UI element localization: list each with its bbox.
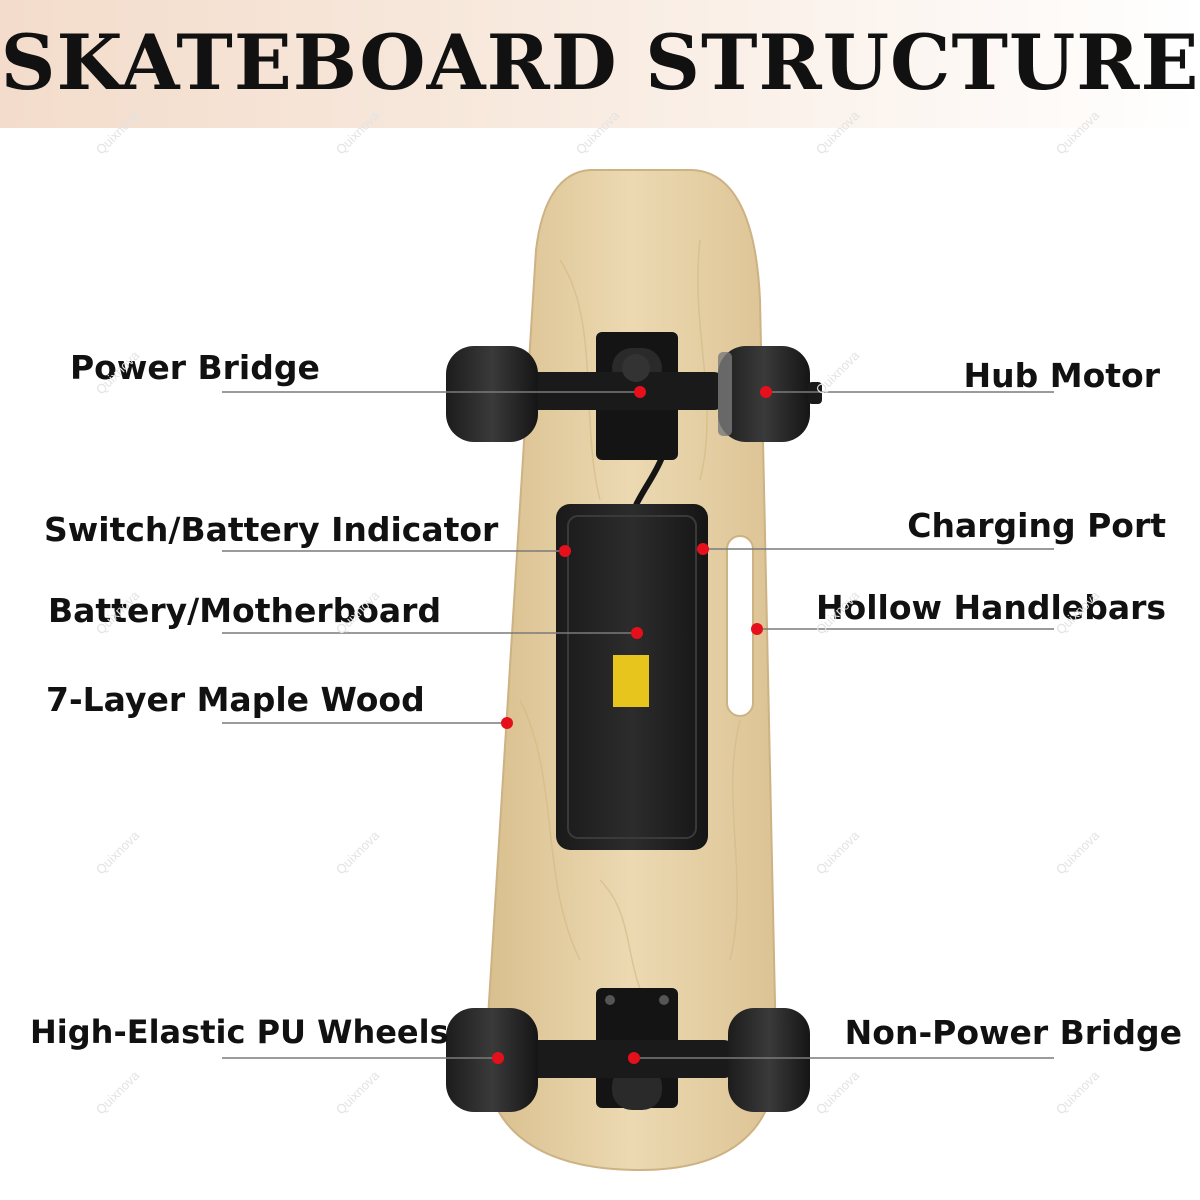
label-charging-port: Charging Port: [907, 506, 1166, 545]
label-non-power-bridge: Non-Power Bridge: [844, 1013, 1182, 1052]
markers: [492, 386, 772, 1064]
page-title: SKATEBOARD STRUCTURE: [0, 18, 1200, 107]
motor-cable: [633, 427, 669, 507]
rear-truck: [528, 988, 734, 1110]
marker-maple-wood: [501, 717, 513, 729]
rear-left-wheel: [446, 1008, 538, 1112]
label-battery-motherboard: Battery/Motherboard: [48, 591, 442, 630]
label-power-bridge: Power Bridge: [70, 348, 320, 387]
battery-label-sticker: [613, 655, 649, 707]
marker-power-bridge: [634, 386, 646, 398]
leader-lines: [222, 391, 1054, 1059]
marker-battery: [631, 627, 643, 639]
marker-handlebars: [751, 623, 763, 635]
marker-non-power-bridge: [628, 1052, 640, 1064]
marker-pu-wheels: [492, 1052, 504, 1064]
label-pu-wheels: High-Elastic PU Wheels: [30, 1013, 449, 1051]
hollow-handle-cutout: [726, 535, 754, 717]
title-banner: [0, 0, 1200, 128]
marker-charging-port: [697, 543, 709, 555]
marker-hub-motor: [760, 386, 772, 398]
front-left-wheel: [446, 346, 538, 442]
label-switch-battery-indicator: Switch/Battery Indicator: [44, 510, 499, 549]
rear-right-wheel: [728, 1008, 810, 1112]
label-maple-wood: 7-Layer Maple Wood: [46, 680, 425, 719]
label-hub-motor: Hub Motor: [963, 356, 1160, 395]
label-hollow-handlebars: Hollow Handlebars: [815, 588, 1166, 627]
marker-switch-indicator: [559, 545, 571, 557]
